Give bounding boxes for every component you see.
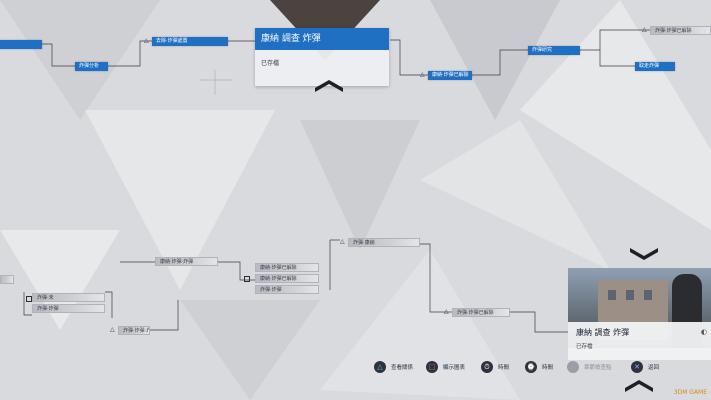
prompt-label: 返回 xyxy=(648,365,660,371)
flow-node[interactable]: 取走炸彈 xyxy=(635,62,675,71)
flow-node[interactable]: 炸彈·炸彈 xyxy=(255,285,319,294)
info-icon: ◐ xyxy=(700,328,707,336)
flow-node[interactable] xyxy=(0,275,14,284)
triangle-icon: △ xyxy=(420,71,425,78)
stopwatch-icon: ⌚ xyxy=(525,361,537,373)
flow-node[interactable] xyxy=(0,40,42,49)
prompt-label: 時間 xyxy=(498,365,510,371)
triangle-icon: △ xyxy=(110,326,115,333)
flow-node[interactable]: 康納·炸彈已解除 xyxy=(255,274,319,283)
flow-node[interactable]: 炸彈·炸彈·炸彈已解除 xyxy=(118,326,150,335)
lock-icon xyxy=(26,296,32,302)
checkpoint-icon xyxy=(567,361,579,373)
flow-node[interactable]: 炸彈·未 xyxy=(32,293,105,302)
flow-node[interactable]: 康納·炸彈·炸彈 xyxy=(155,257,218,266)
triangle-button-icon: △ xyxy=(374,361,386,373)
prompt-checkpoint[interactable]: 章節檢查點 xyxy=(567,360,612,374)
square-button-icon: □ xyxy=(426,361,438,373)
cross-button-icon: ✕ xyxy=(631,361,643,373)
triangle-icon: △ xyxy=(642,26,647,33)
prompt-back[interactable]: ✕ 返回 xyxy=(631,360,659,374)
watermark-logo: 3DM GAME xyxy=(673,389,707,396)
flow-node[interactable]: 康納·炸彈已解除 xyxy=(428,71,472,80)
triangle-icon: △ xyxy=(144,37,149,44)
chevron-up-icon[interactable] xyxy=(625,378,653,392)
clock-icon: ⏱ xyxy=(481,361,493,373)
prompt-time-2[interactable]: ⌚ 時間 xyxy=(525,360,553,374)
flow-node[interactable]: 炸彈分析 xyxy=(75,62,108,71)
chevron-down-icon[interactable] xyxy=(630,248,658,262)
flow-node[interactable]: 炸彈·炸彈已解除 xyxy=(650,26,711,35)
selected-chapter-card[interactable]: 康納 調查 炸彈 已存檔 ◐ xyxy=(568,322,711,360)
prompt-label: 顯示圖表 xyxy=(443,365,466,371)
triangle-icon: △ xyxy=(444,308,449,315)
chevron-up-icon[interactable] xyxy=(315,78,343,92)
flow-node[interactable]: 康納·炸彈已解除 xyxy=(255,263,319,272)
prompt-label: 章節檢查點 xyxy=(584,365,612,371)
flow-node[interactable]: 去除·炸彈處置 xyxy=(152,37,228,46)
selected-chapter-status: 已存檔 xyxy=(576,344,593,350)
current-chapter-title: 康納 調查 炸彈 xyxy=(255,28,389,50)
flow-node[interactable]: 炸彈·康納 xyxy=(348,238,420,247)
prompt-label: 時間 xyxy=(542,365,554,371)
prompt-label: 查看關係 xyxy=(391,365,414,371)
current-chapter-card[interactable]: 康納 調查 炸彈 已存檔 xyxy=(255,28,389,86)
prompt-time-1[interactable]: ⏱ 時間 xyxy=(481,360,509,374)
selected-chapter-title: 康納 調查 炸彈 xyxy=(576,328,630,337)
flow-node[interactable]: 炸彈研究 xyxy=(528,46,580,55)
triangle-icon: △ xyxy=(340,238,345,245)
lock-icon xyxy=(244,276,250,282)
prompt-show-chart[interactable]: □ 顯示圖表 xyxy=(426,360,465,374)
flow-node[interactable]: 炸彈·炸彈 xyxy=(32,304,105,313)
current-chapter-status: 已存檔 xyxy=(261,60,280,67)
prompt-view-relations[interactable]: △ 查看關係 xyxy=(374,360,413,374)
flow-node[interactable]: 炸彈·炸彈已解除 xyxy=(452,308,510,317)
